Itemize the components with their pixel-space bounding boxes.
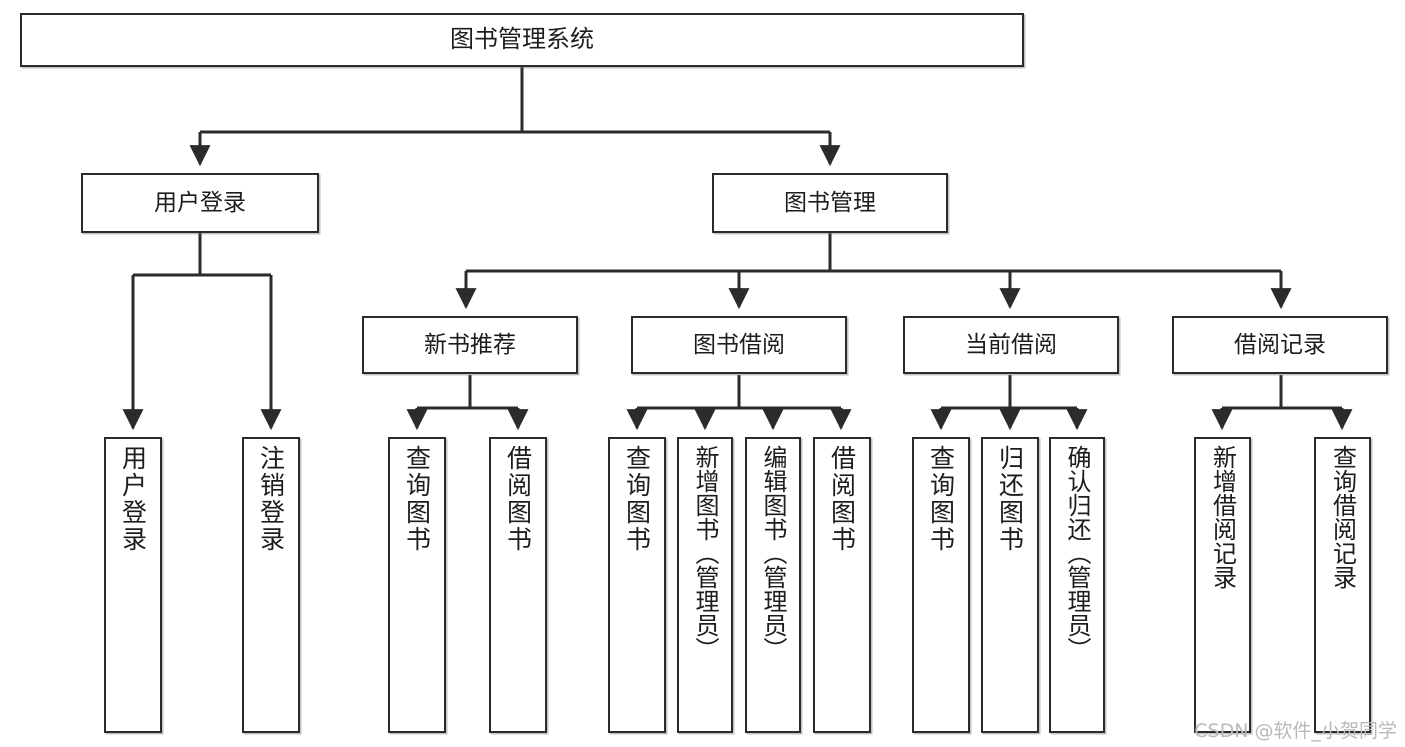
node-book-borrow[interactable]: 图书借阅 [631, 316, 847, 374]
node-label: 查询图书 [926, 445, 956, 553]
leaf-user-login[interactable]: 用户登录 [104, 437, 162, 733]
leaf-borrow-book-recommend[interactable]: 借阅图书 [489, 437, 547, 733]
node-borrow-record[interactable]: 借阅记录 [1172, 316, 1388, 374]
node-user-login[interactable]: 用户登录 [81, 173, 319, 233]
node-label: 新增借阅记录 [1208, 445, 1237, 589]
leaf-edit-book-admin[interactable]: 编辑图书（管理员） [745, 437, 801, 733]
leaf-query-book-current[interactable]: 查询图书 [912, 437, 970, 733]
node-root-book-management-system[interactable]: 图书管理系统 [20, 13, 1024, 67]
leaf-borrow-book-borrow[interactable]: 借阅图书 [813, 437, 871, 733]
node-label: 归还图书 [995, 445, 1025, 553]
node-label: 注销登录 [256, 445, 286, 553]
node-label: 确认归还（管理员） [1063, 445, 1091, 661]
leaf-query-borrow-record[interactable]: 查询借阅记录 [1314, 437, 1371, 733]
node-label: 图书管理 [784, 189, 876, 216]
node-label: 查询图书 [402, 445, 432, 553]
leaf-confirm-return-admin[interactable]: 确认归还（管理员） [1049, 437, 1105, 733]
leaf-logout-login[interactable]: 注销登录 [242, 437, 300, 733]
leaf-query-book-recommend[interactable]: 查询图书 [388, 437, 446, 733]
leaf-add-borrow-record[interactable]: 新增借阅记录 [1194, 437, 1251, 733]
node-current-borrow[interactable]: 当前借阅 [903, 316, 1119, 374]
node-label: 借阅图书 [503, 445, 533, 553]
node-label: 新书推荐 [424, 331, 516, 358]
node-label: 查询借阅记录 [1328, 445, 1357, 589]
node-book-manage[interactable]: 图书管理 [712, 173, 948, 233]
node-label: 用户登录 [118, 445, 148, 553]
node-label: 借阅图书 [827, 445, 857, 553]
node-label: 编辑图书（管理员） [759, 445, 787, 661]
leaf-return-book[interactable]: 归还图书 [981, 437, 1039, 733]
node-label: 借阅记录 [1234, 331, 1326, 358]
node-label: 当前借阅 [965, 331, 1057, 358]
csdn-watermark: CSDN @软件_小贺同学 [1194, 720, 1397, 742]
leaf-add-book-admin[interactable]: 新增图书（管理员） [677, 437, 733, 733]
leaf-query-book-borrow[interactable]: 查询图书 [608, 437, 666, 733]
node-label: 新增图书（管理员） [691, 445, 719, 661]
node-label: 用户登录 [154, 189, 246, 216]
node-new-book-recommend[interactable]: 新书推荐 [362, 316, 578, 374]
node-label: 查询图书 [622, 445, 652, 553]
node-label: 图书管理系统 [450, 25, 594, 54]
node-label: 图书借阅 [693, 331, 785, 358]
